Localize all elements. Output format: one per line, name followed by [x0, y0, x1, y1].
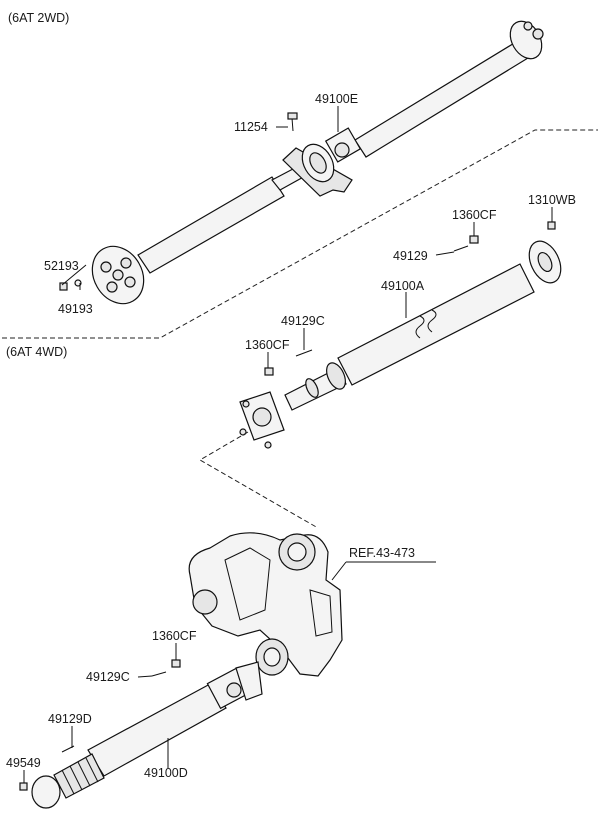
part-label-49549: 49549	[6, 756, 41, 770]
part-label-49100d: 49100D	[144, 766, 188, 780]
part-label-49129c-upper: 49129C	[281, 314, 325, 328]
part-label-49129: 49129	[393, 249, 428, 263]
part-label-49100e: 49100E	[315, 92, 358, 106]
part-label-49129c-lower: 49129C	[86, 670, 130, 684]
part-label-1360cf-lower: 1360CF	[152, 629, 197, 643]
part-labels: 11254 49100E 52193 49193 1360CF 1310WB 4…	[6, 92, 576, 780]
part-label-ref: REF.43-473	[349, 546, 415, 560]
part-label-49100a: 49100A	[381, 279, 425, 293]
leader-lines	[23, 106, 553, 783]
part-label-49193: 49193	[58, 302, 93, 316]
transfer-case	[188, 532, 343, 677]
part-label-49129d: 49129D	[48, 712, 92, 726]
propeller-shaft-4wd-front	[19, 659, 263, 809]
section-label-4wd: (6AT 4WD)	[6, 345, 67, 359]
part-label-1310wb: 1310WB	[528, 193, 576, 207]
section-divider	[2, 129, 598, 339]
connection-line	[199, 431, 319, 529]
propeller-shaft-2wd	[59, 20, 544, 305]
part-label-11254: 11254	[234, 120, 268, 134]
part-label-1360cf-upper: 1360CF	[452, 208, 497, 222]
part-label-52193: 52193	[44, 259, 79, 273]
part-label-1360cf-middle: 1360CF	[245, 338, 290, 352]
propeller-shaft-4wd-rear	[239, 221, 562, 449]
section-label-2wd: (6AT 2WD)	[8, 11, 69, 25]
